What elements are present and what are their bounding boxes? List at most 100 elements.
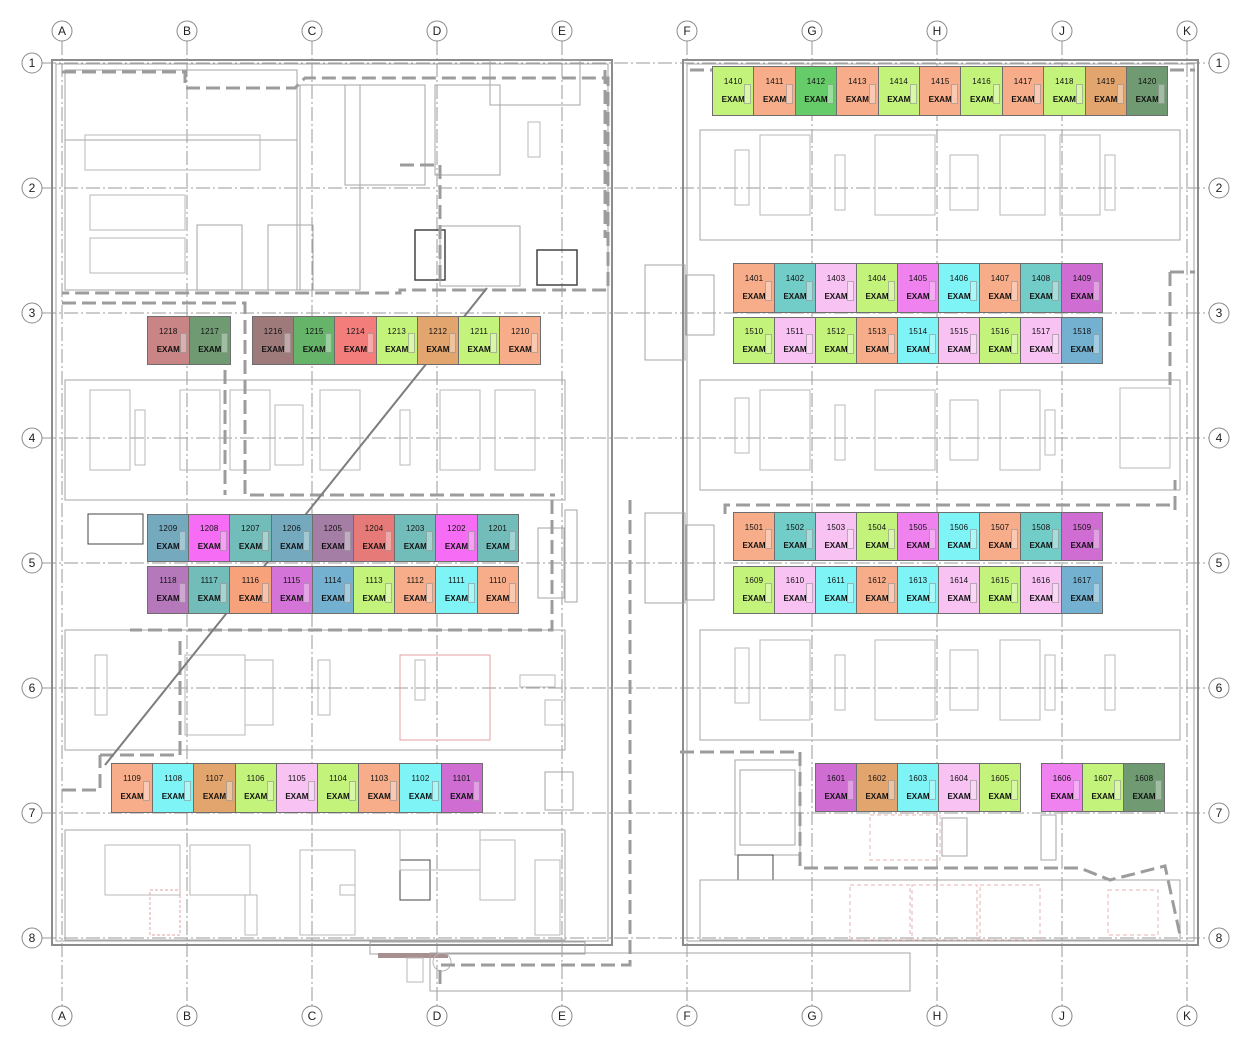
room-label: EXAM	[887, 95, 911, 104]
svg-text:3: 3	[1216, 306, 1223, 320]
room-number: 1113	[365, 576, 383, 585]
room-number: 1607	[1093, 773, 1113, 783]
room-label: EXAM	[444, 594, 469, 603]
sink-icon	[343, 583, 351, 604]
svg-text:F: F	[683, 24, 690, 38]
room-label: EXAM	[947, 540, 971, 550]
svg-text:B: B	[183, 1009, 191, 1023]
